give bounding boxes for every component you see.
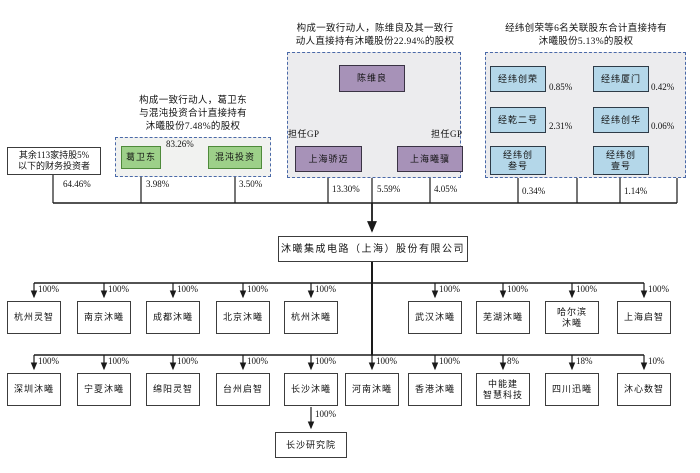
pct-chuangyihao: 1.14% xyxy=(624,186,648,196)
node-jingwei-chuangyihao: 经纬创 壹号 xyxy=(593,146,649,175)
node-hundun-investment: 混沌投资 xyxy=(208,146,262,169)
node-hongkong-muxi: 香港沐曦 xyxy=(408,373,462,406)
pct-row1-5: 100% xyxy=(439,284,460,294)
node-jingwei-xiamen: 经纬厦门 xyxy=(593,66,649,92)
node-chengdu-muxi: 成都沐曦 xyxy=(146,301,200,334)
node-jingqian-erhao: 经乾二号 xyxy=(490,107,546,133)
node-jingwei-chuanghua: 经纬创华 xyxy=(593,107,649,133)
node-other-investors: 其余113家持股5% 以下的财务投资者 xyxy=(7,147,101,175)
node-haerbin-muxi: 哈尔滨 沐曦 xyxy=(545,301,599,334)
pct-hundun: 3.50% xyxy=(239,179,263,189)
pct-row1-6: 100% xyxy=(507,284,528,294)
pct-row2-2: 100% xyxy=(177,356,198,366)
pct-chenweiliang: 5.59% xyxy=(377,184,401,194)
node-henan-muxi: 河南沐曦 xyxy=(345,373,399,406)
node-shanghai-qizhi: 上海启智 xyxy=(617,301,671,334)
pct-other-investors: 64.46% xyxy=(63,179,91,189)
pct-row1-8: 100% xyxy=(648,284,669,294)
node-ningxia-muxi: 宁夏沐曦 xyxy=(77,373,131,406)
node-sichuan-xunxi: 四川迅曦 xyxy=(545,373,599,406)
node-muxin-shuzhi: 沐心数智 xyxy=(617,373,671,406)
pct-row2-3: 100% xyxy=(247,356,268,366)
node-beijing-muxi: 北京沐曦 xyxy=(216,301,270,334)
pct-row1-4: 100% xyxy=(315,284,336,294)
pct-row1-2: 100% xyxy=(177,284,198,294)
pct-row1-3: 100% xyxy=(247,284,268,294)
pct-row3: 100% xyxy=(315,409,336,419)
pct-row2-1: 100% xyxy=(108,356,129,366)
pct-geweidong: 3.98% xyxy=(146,179,170,189)
caption-blue-group: 经纬创荣等6名关联股东合计直接持有 沐曦股份5.13%的股权 xyxy=(505,24,667,47)
caption-green-group: 构成一致行动人，葛卫东 与混沌投资合计直接持有 沐曦股份7.48%的股权 xyxy=(139,96,247,132)
node-nanjing-muxi: 南京沐曦 xyxy=(77,301,131,334)
node-hangzhou-lingzhi: 杭州灵智 xyxy=(7,301,61,334)
pct-row1-1: 100% xyxy=(108,284,129,294)
node-zhongnengjian-zhihui: 中能建 智慧科技 xyxy=(476,373,530,406)
pct-row2-8: 18% xyxy=(576,356,593,366)
pct-row2-9: 10% xyxy=(648,356,665,366)
gp-label-right: 担任GP xyxy=(431,129,463,139)
pct-row2-4: 100% xyxy=(315,356,336,366)
pct-row2-7: 8% xyxy=(507,356,519,366)
node-changsha-muxi: 长沙沐曦 xyxy=(284,373,338,406)
node-shanghai-xiji: 上海曦骥 xyxy=(397,146,463,172)
node-mianyang-lingzhi: 绵阳灵智 xyxy=(146,373,200,406)
node-wuhu-muxi: 芜湖沐曦 xyxy=(476,301,530,334)
node-main-company: 沐曦集成电路（上海）股份有限公司 xyxy=(278,236,468,262)
pct-chuangsanhao: 0.34% xyxy=(522,186,546,196)
node-hangzhou-muxi: 杭州沐曦 xyxy=(284,301,338,334)
caption-purple-group: 构成一致行动人，陈维良及其一致行 动人直接持有沐曦股份22.94%的股权 xyxy=(295,24,455,47)
node-wuhan-muxi: 武汉沐曦 xyxy=(408,301,462,334)
node-chenweiliang: 陈维良 xyxy=(339,65,405,92)
pct-row1-0: 100% xyxy=(38,284,59,294)
pct-jingqian: 2.31% xyxy=(549,121,573,131)
pct-chuanghua: 0.06% xyxy=(651,121,675,131)
pct-row2-5: 100% xyxy=(376,356,397,366)
pct-geweidong-to-hundun: 83.26% xyxy=(166,139,194,149)
pct-row2-6: 100% xyxy=(439,356,460,366)
pct-jiaomai: 13.30% xyxy=(332,184,360,194)
pct-xiji: 4.05% xyxy=(434,184,458,194)
pct-xiamen: 0.42% xyxy=(651,82,675,92)
node-jingwei-chuangrong: 经纬创荣 xyxy=(490,66,546,92)
pct-chuangrong: 0.85% xyxy=(549,82,573,92)
node-taizhou-qizhi: 台州启智 xyxy=(216,373,270,406)
gp-label-left: 担任GP xyxy=(288,129,320,139)
node-geweidong: 葛卫东 xyxy=(121,146,161,169)
node-changsha-research-institute: 长沙研究院 xyxy=(275,432,347,458)
node-shanghai-jiaomai: 上海骄迈 xyxy=(295,146,362,172)
node-jingwei-chuangsanhao: 经纬创 叁号 xyxy=(490,146,546,175)
pct-row1-7: 100% xyxy=(576,284,597,294)
node-shenzhen-muxi: 深圳沐曦 xyxy=(7,373,61,406)
pct-row2-0: 100% xyxy=(38,356,59,366)
